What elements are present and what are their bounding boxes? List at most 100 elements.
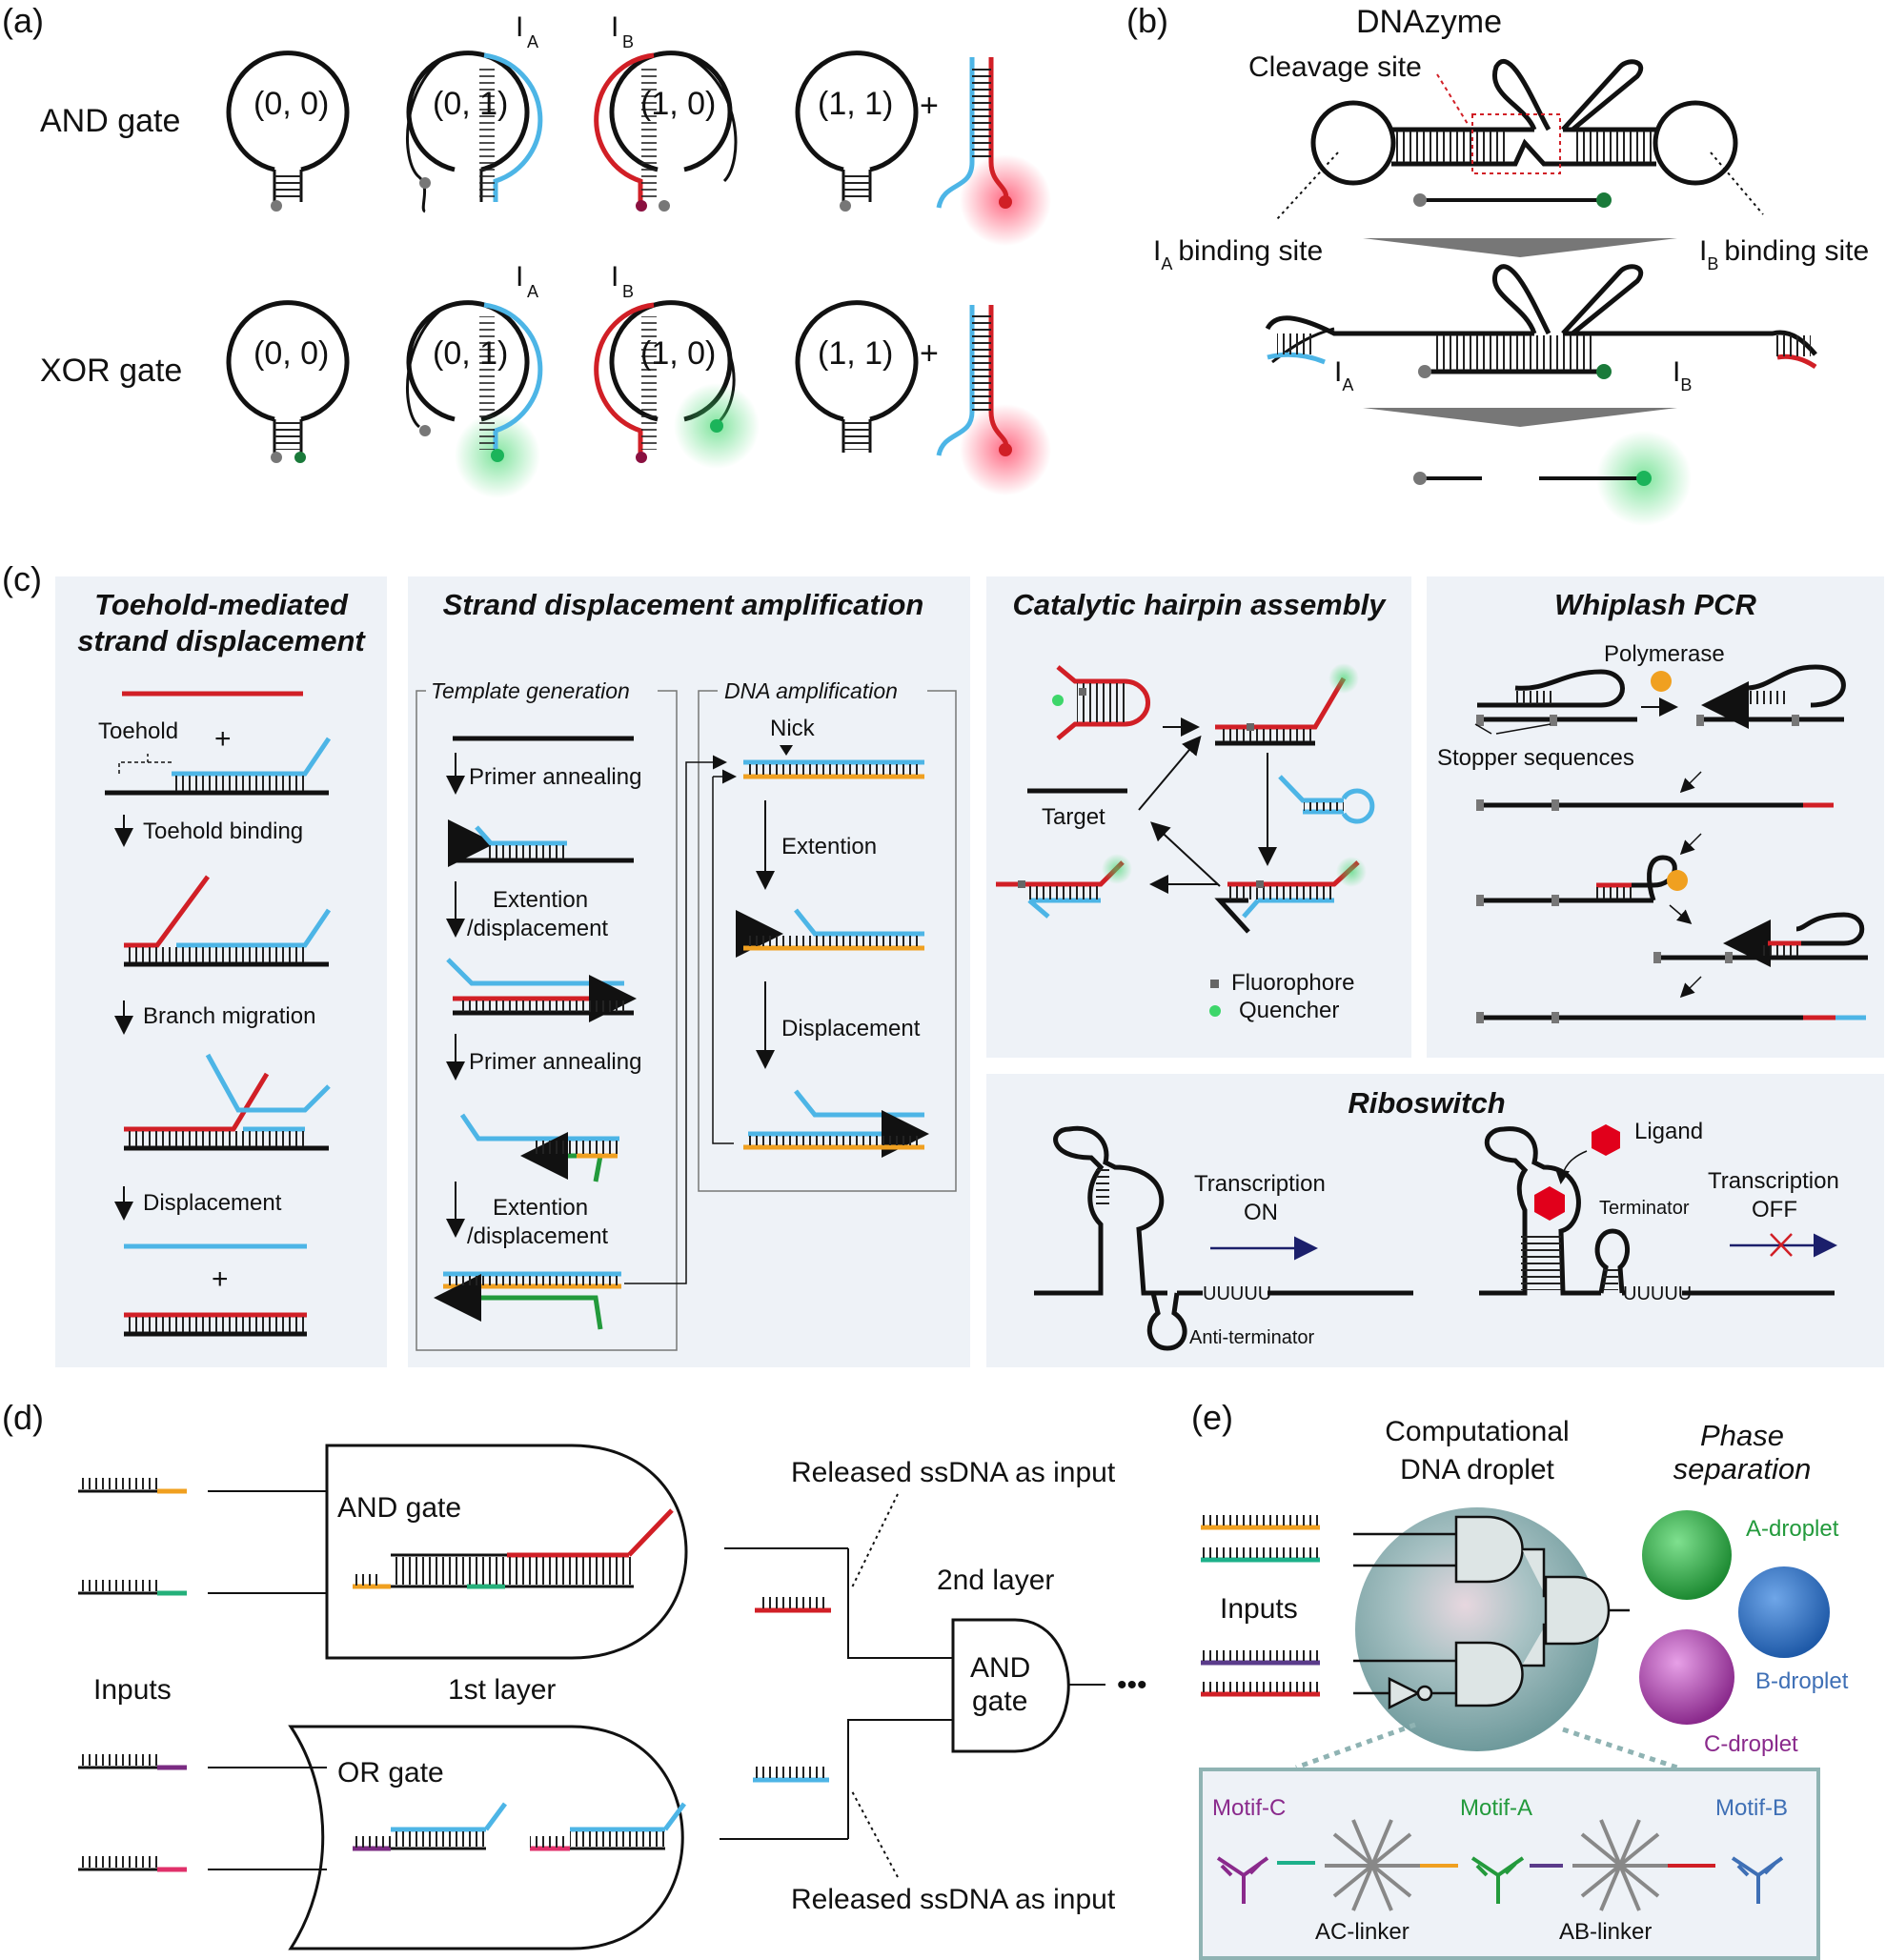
and-gate-label: AND gate <box>40 103 180 139</box>
sda-amp-displacement: Displacement <box>781 1016 921 1041</box>
whiplash-polymerase: Polymerase <box>1604 641 1725 667</box>
ac-linker-icon <box>1325 1819 1420 1911</box>
d-or-gate-label: OR gate <box>337 1757 444 1788</box>
polymerase-icon <box>1651 671 1672 692</box>
panel-c-toehold <box>55 576 387 1367</box>
dna-amplification-label: DNA amplification <box>724 678 898 703</box>
svg-text:B: B <box>622 32 634 51</box>
motif-a-label: Motif-A <box>1460 1795 1532 1821</box>
state-label: (0, 1) <box>433 86 508 122</box>
panel-e: Computational DNA droplet Phase separati… <box>1199 1416 1849 1960</box>
plus-sign: + <box>920 335 939 372</box>
input-b-label: I <box>611 11 619 43</box>
state-label: (1, 1) <box>818 86 893 122</box>
a-droplet-label: A-droplet <box>1746 1516 1839 1542</box>
sda-amp-extention: Extention <box>781 834 877 859</box>
ribo-off-2: OFF <box>1752 1197 1797 1222</box>
svg-text:A: A <box>527 282 538 301</box>
state-label: (1, 0) <box>640 335 716 372</box>
ribo-uuuuu-off: UUUUU <box>1623 1283 1692 1304</box>
c-droplet-icon <box>1639 1629 1734 1725</box>
toehold-step3: Displacement <box>143 1190 282 1216</box>
d-ellipsis: ••• <box>1117 1669 1147 1701</box>
bound-ligand-icon <box>1534 1186 1565 1221</box>
panel-label-b: (b) <box>1126 1 1168 40</box>
second-layer-label: 2nd layer <box>937 1565 1054 1596</box>
state-label: (0, 0) <box>253 86 329 122</box>
sda-extention-2a: Extention <box>493 1195 588 1221</box>
cleavage-site-label: Cleavage site <box>1248 51 1422 83</box>
input-a-label: I <box>516 261 523 293</box>
xor-gate-label: XOR gate <box>40 353 182 389</box>
toehold-title-2: strand displacement <box>77 624 366 657</box>
e-inputs: Inputs <box>1220 1593 1298 1625</box>
toehold-plus-2: + <box>212 1263 229 1295</box>
and-hairpin-01: (0, 1) I A <box>406 11 543 213</box>
panel-label-a: (a) <box>2 1 44 40</box>
panel-c-cha <box>986 576 1411 1058</box>
ab-linker-icon <box>1572 1819 1668 1911</box>
panel-c-sda <box>408 576 970 1367</box>
and-hairpin-00: (0, 0) <box>226 51 350 212</box>
ribo-terminator: Terminator <box>1599 1198 1690 1219</box>
motif-b-icon <box>1731 1856 1784 1904</box>
motif-b-label: Motif-B <box>1715 1795 1788 1821</box>
riboswitch-section: Riboswitch UUUUU Anti-terminator Transcr… <box>1034 1086 1839 1351</box>
ribo-uuuuu-on: UUUUU <box>1203 1283 1271 1304</box>
ia-label: IA <box>1334 356 1353 394</box>
sda-section: Strand displacement amplification Templa… <box>416 588 957 1351</box>
sda-title: Strand displacement amplification <box>443 588 924 621</box>
input-b-label: I <box>611 261 619 293</box>
ribo-ligand: Ligand <box>1634 1119 1703 1144</box>
d-and-line2: gate <box>972 1686 1027 1717</box>
state-label: (0, 1) <box>433 335 508 372</box>
cha-quencher: Quencher <box>1239 998 1339 1023</box>
state-label: (1, 1) <box>818 335 893 372</box>
d-and-gate-label: AND gate <box>337 1492 461 1524</box>
c-droplet-label: C-droplet <box>1704 1731 1798 1757</box>
sda-nick: Nick <box>770 716 816 741</box>
released-bottom: Released ssDNA as input <box>791 1884 1116 1915</box>
e-phase-2: separation <box>1673 1452 1812 1485</box>
input-a-label: I <box>516 11 523 43</box>
sda-extention-1b: /displacement <box>467 916 608 941</box>
sda-primer-annealing-1: Primer annealing <box>469 764 641 790</box>
first-layer-label: 1st layer <box>448 1674 556 1706</box>
whiplash-stopper: Stopper sequences <box>1437 745 1634 771</box>
whiplash-section: Whiplash PCR Polymerase Stopper sequence… <box>1437 588 1868 1023</box>
svg-text:A: A <box>527 32 538 51</box>
state-label: (1, 0) <box>640 86 716 122</box>
d-inputs-label: Inputs <box>93 1674 172 1706</box>
a-droplet-icon <box>1642 1510 1732 1600</box>
ac-linker-label: AC-linker <box>1315 1919 1409 1945</box>
whiplash-title: Whiplash PCR <box>1554 588 1756 621</box>
panel-c-riboswitch <box>986 1074 1884 1367</box>
xor-hairpin-10: (1, 0) I B <box>594 261 760 469</box>
ab-linker-label: AB-linker <box>1559 1919 1652 1945</box>
sda-primer-annealing-2: Primer annealing <box>469 1049 641 1075</box>
dnazyme-title: DNAzyme <box>1356 4 1502 40</box>
xor-hairpin-00: (0, 0) <box>226 300 350 463</box>
panel-a: AND gate XOR gate (0, 0) (0, 1) I A <box>40 11 1051 498</box>
panel-label-e: (e) <box>1191 1398 1233 1437</box>
state-label: (0, 0) <box>253 335 329 372</box>
sda-extention-1a: Extention <box>493 887 588 913</box>
cha-fluorophore: Fluorophore <box>1231 970 1354 996</box>
and-hairpin-11: (1, 1) + <box>795 51 1051 246</box>
xor-hairpin-11: (1, 1) + <box>795 300 1051 495</box>
toehold-step1: Toehold binding <box>143 818 303 844</box>
cha-section: Catalytic hairpin assembly Target <box>996 588 1387 1023</box>
motif-a-icon <box>1470 1856 1525 1904</box>
toehold-section: Toehold-mediated strand displacement Toe… <box>77 588 366 1337</box>
riboswitch-title: Riboswitch <box>1348 1086 1505 1120</box>
fluorophore-icon <box>1210 980 1219 988</box>
b-droplet-icon <box>1738 1566 1830 1658</box>
ligand-icon <box>1592 1124 1620 1156</box>
cha-target: Target <box>1042 804 1105 830</box>
panel-label-c: (c) <box>2 559 42 598</box>
ribo-on-2: ON <box>1244 1200 1278 1225</box>
motif-c-label: Motif-C <box>1212 1795 1286 1821</box>
